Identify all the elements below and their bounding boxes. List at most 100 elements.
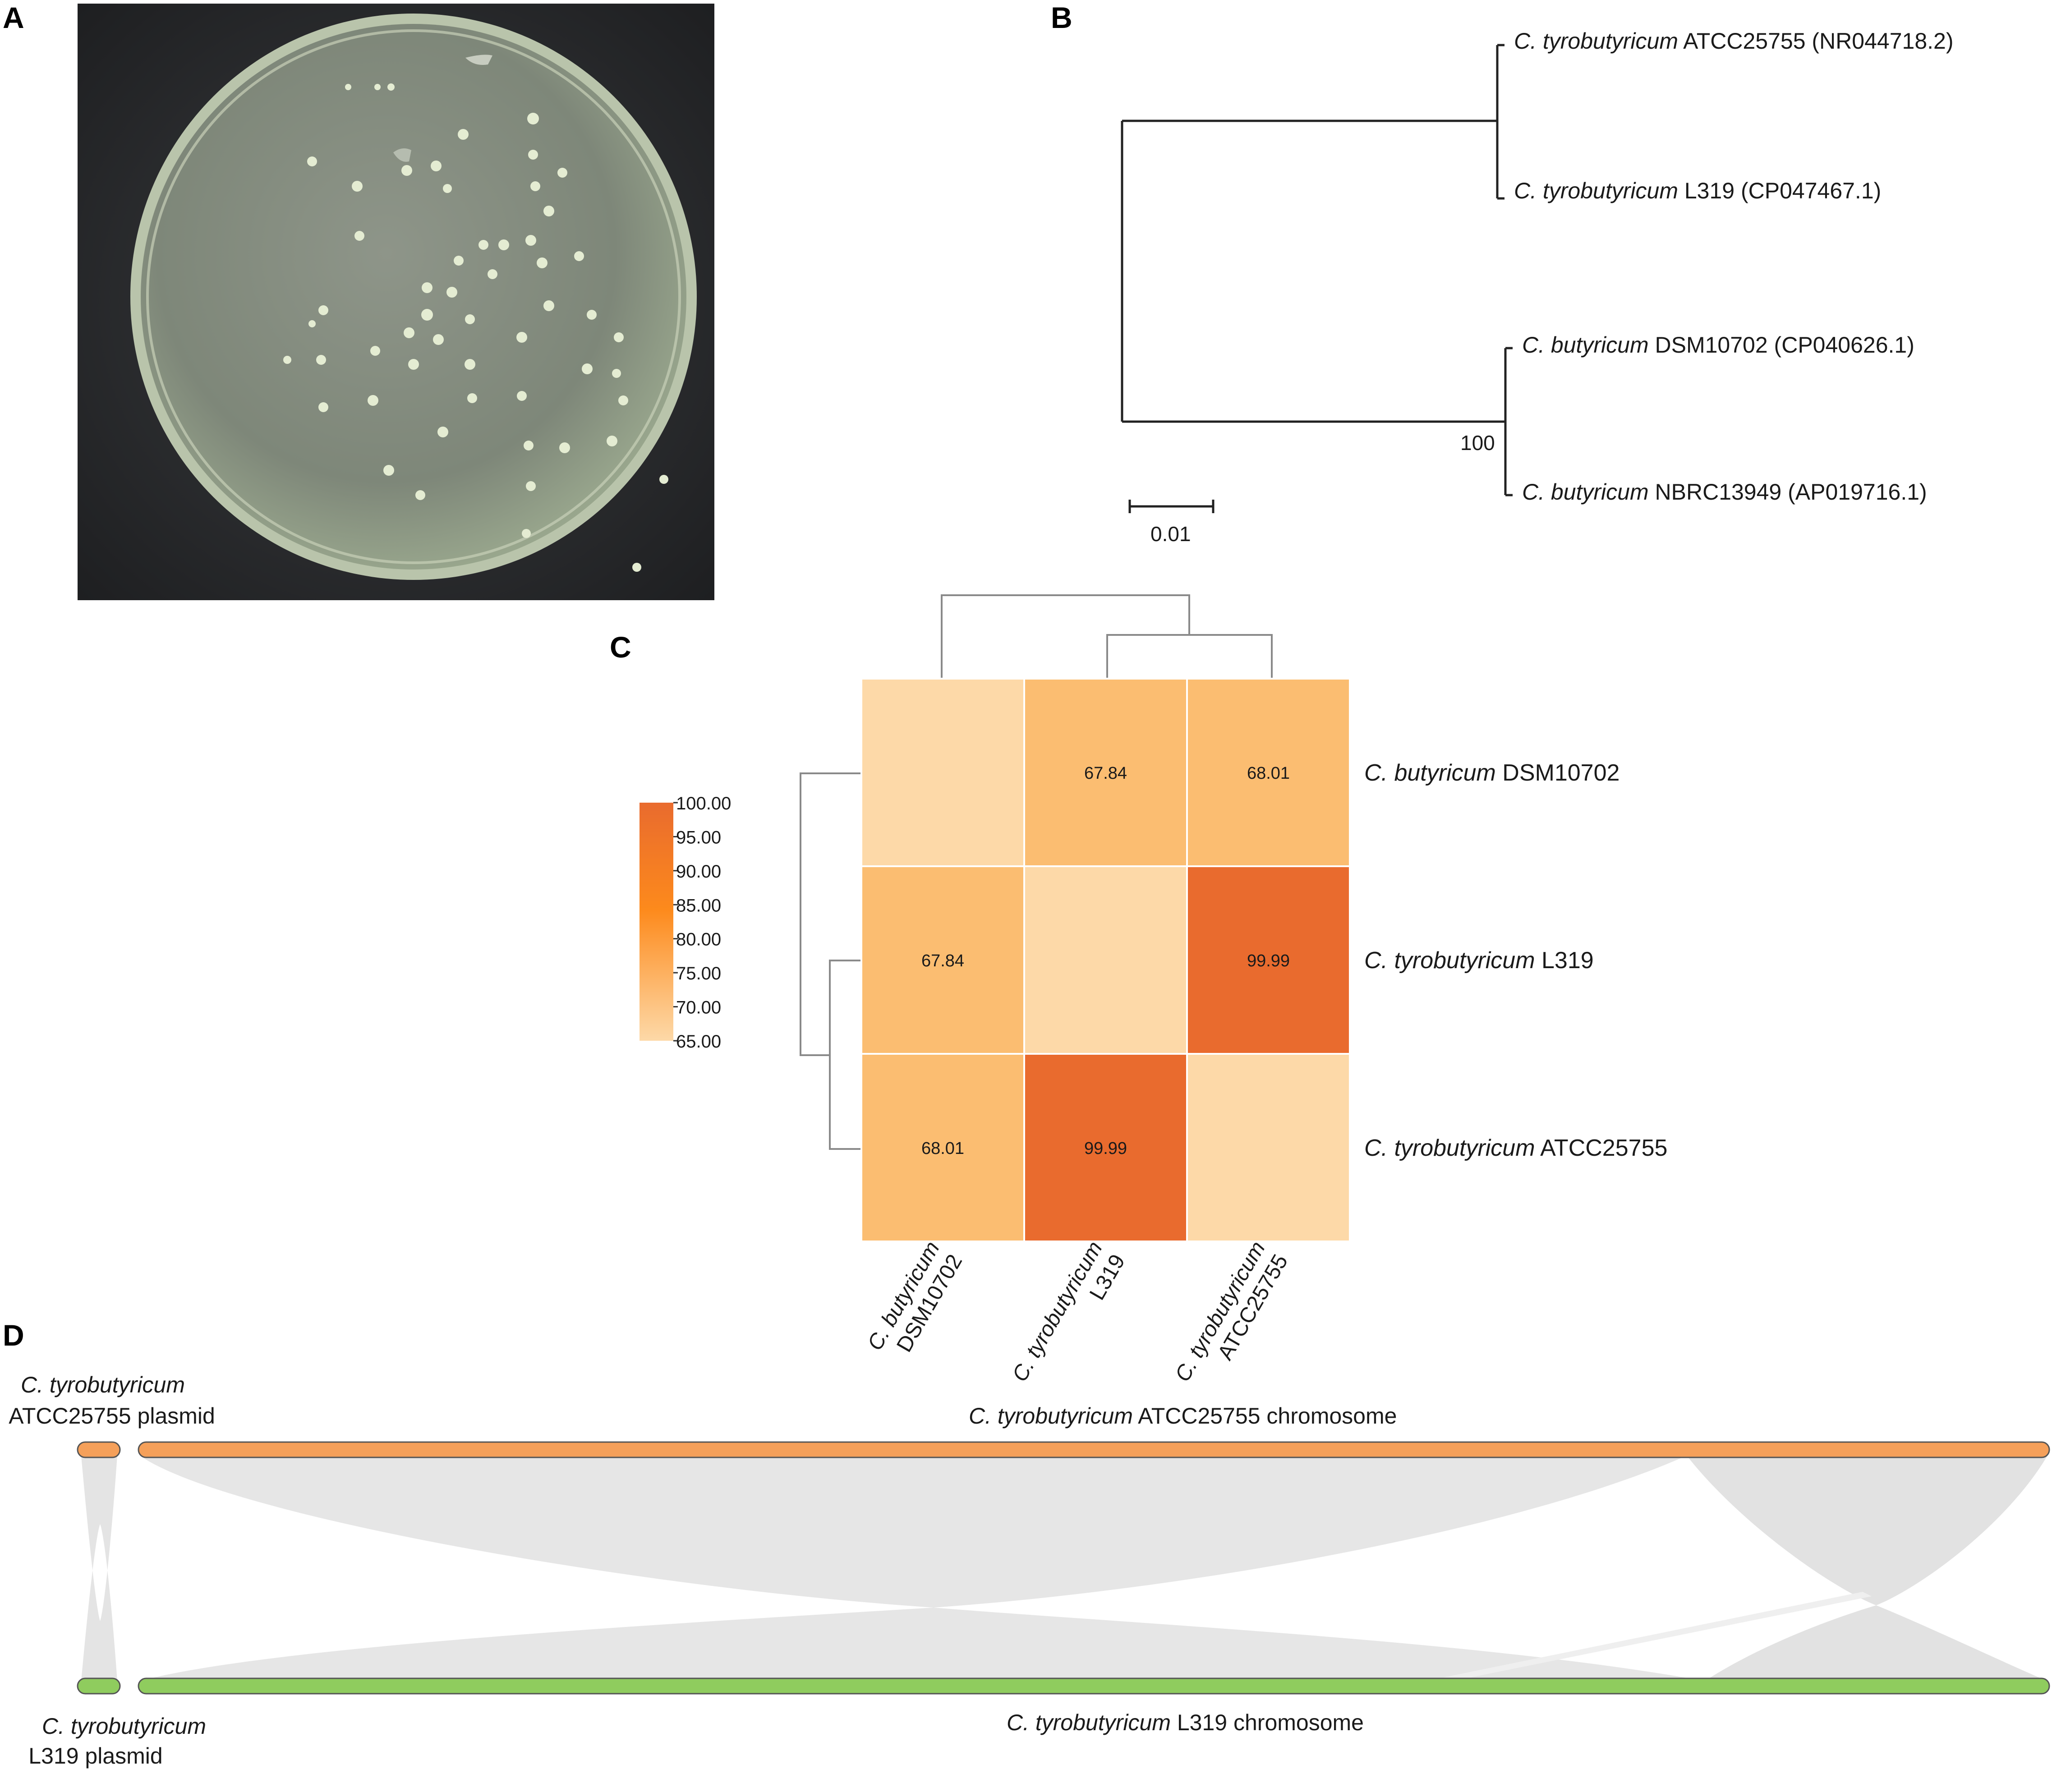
colony (404, 327, 414, 338)
colony (618, 395, 628, 405)
colony (517, 391, 527, 401)
heatmap-column-label: C. butyricumDSM10702 (863, 1237, 967, 1368)
colorbar-tick-label: 90.00 (676, 862, 721, 882)
colony (516, 332, 527, 343)
heatmap-column-label: C. tyrobutyricumL319 (1008, 1237, 1130, 1399)
colony (543, 206, 554, 216)
heatmap-cell-label: 67.84 (921, 951, 964, 970)
tree-leaf-label: C. tyrobutyricum ATCC25755 (NR044718.2) (1514, 28, 1954, 54)
colony (307, 156, 317, 166)
bottom-chromosome-bar (138, 1677, 2050, 1695)
phylogenetic-tree (1121, 44, 1513, 513)
colony (443, 184, 452, 193)
colony (352, 181, 363, 192)
heatmap-cell-label: 99.99 (1084, 1139, 1127, 1158)
colony (530, 181, 540, 191)
colony (557, 168, 567, 178)
synteny-link-chromosome-tail (1687, 1456, 2047, 1681)
synteny-link-inversion (1443, 1592, 1872, 1677)
tree-leaf-label: C. butyricum NBRC13949 (AP019716.1) (1522, 479, 1927, 505)
colony (582, 363, 593, 374)
heatmap-cell-label: 67.84 (1084, 764, 1127, 783)
colony (318, 402, 328, 412)
colony (408, 359, 419, 370)
heatmap-cell-label: 68.01 (1247, 764, 1290, 783)
colony (465, 314, 475, 324)
top-chromosome-bar (138, 1441, 2050, 1458)
colony (467, 393, 477, 403)
heatmap-cells (860, 678, 1351, 1242)
heatmap-cell-label: 68.01 (921, 1139, 964, 1158)
top-chromosome-label: C. tyrobutyricum ATCC25755 chromosome (969, 1403, 1397, 1429)
colorbar-tick-label: 80.00 (676, 930, 721, 950)
colony (478, 240, 488, 250)
colony (454, 256, 464, 266)
top-plasmid-label-line1: C. tyrobutyricum (21, 1372, 185, 1397)
panel-label-c: C (610, 630, 631, 664)
colony (488, 269, 497, 279)
synteny-link-chromosome-main (140, 1456, 1705, 1681)
colony (283, 356, 291, 364)
colony (431, 161, 442, 171)
colony (612, 369, 621, 378)
colony (614, 332, 624, 342)
colony (522, 529, 531, 538)
heatmap-cell (1186, 678, 1351, 867)
colony (524, 441, 534, 450)
colony (370, 346, 380, 356)
panel-label-d: D (3, 1319, 24, 1352)
heatmap-cell (1186, 1053, 1351, 1242)
colony (415, 490, 425, 500)
colony (421, 309, 433, 321)
heatmap-cell (1023, 1053, 1188, 1242)
top-plasmid-label-line2: ATCC25755 plasmid (9, 1403, 215, 1429)
top-plasmid-bar (77, 1441, 121, 1458)
colony (659, 475, 668, 484)
colony (345, 84, 351, 90)
heatmap-row-label: C. butyricum DSM10702 (1364, 760, 1620, 786)
heatmap-dendrogram (800, 594, 1273, 1150)
colony (587, 310, 597, 320)
colony (354, 231, 364, 241)
colony (498, 239, 509, 250)
colony (525, 235, 536, 246)
tree-leaf-label: C. tyrobutyricum L319 (CP047467.1) (1514, 178, 1881, 203)
colony (368, 395, 378, 406)
colony (526, 481, 536, 491)
heatmap-column-label: C. tyrobutyricumATCC25755 (1170, 1237, 1293, 1399)
colony (446, 287, 457, 298)
colony (632, 563, 641, 572)
bottom-plasmid-label-line2: L319 plasmid (28, 1743, 162, 1769)
colorbar-gradient (640, 803, 673, 1041)
colony (607, 436, 617, 446)
synteny-link-plasmid (81, 1456, 117, 1681)
heatmap-cell (860, 678, 1025, 867)
heatmap-cell (1023, 678, 1188, 867)
colorbar-tick-label: 95.00 (676, 827, 721, 847)
colony (433, 334, 444, 345)
panel-label-b: B (1051, 1, 1072, 34)
heatmap-colorbar: 100.0095.0090.0085.0080.0075.0070.0065.0… (640, 794, 731, 1052)
bottom-chromosome-label: C. tyrobutyricum L319 chromosome (1007, 1710, 1364, 1735)
colony (401, 165, 412, 176)
colorbar-tick-label: 65.00 (676, 1032, 721, 1052)
heatmap-cell-label: 99.99 (1247, 951, 1290, 970)
colony (387, 83, 395, 91)
tree-scale-bar (1128, 500, 1215, 513)
heatmap-cell (1023, 865, 1188, 1055)
tree-leaf-label: C. butyricum DSM10702 (CP040626.1) (1522, 332, 1914, 358)
petri-dish-photo (78, 4, 714, 600)
bootstrap-value: 100 (1460, 431, 1495, 455)
colorbar-tick-label: 75.00 (676, 964, 721, 983)
colorbar-tick-label: 85.00 (676, 896, 721, 915)
ani-heatmap: 67.84 68.01 67.84 99.99 68.01 99.99 C. butyri… (640, 594, 1667, 1399)
panel-label-a: A (3, 1, 24, 34)
colony (465, 359, 475, 370)
colony (318, 305, 328, 315)
colony (574, 251, 584, 261)
colony (422, 282, 432, 293)
colony (308, 320, 316, 327)
colony (528, 150, 538, 160)
colony (559, 442, 570, 453)
